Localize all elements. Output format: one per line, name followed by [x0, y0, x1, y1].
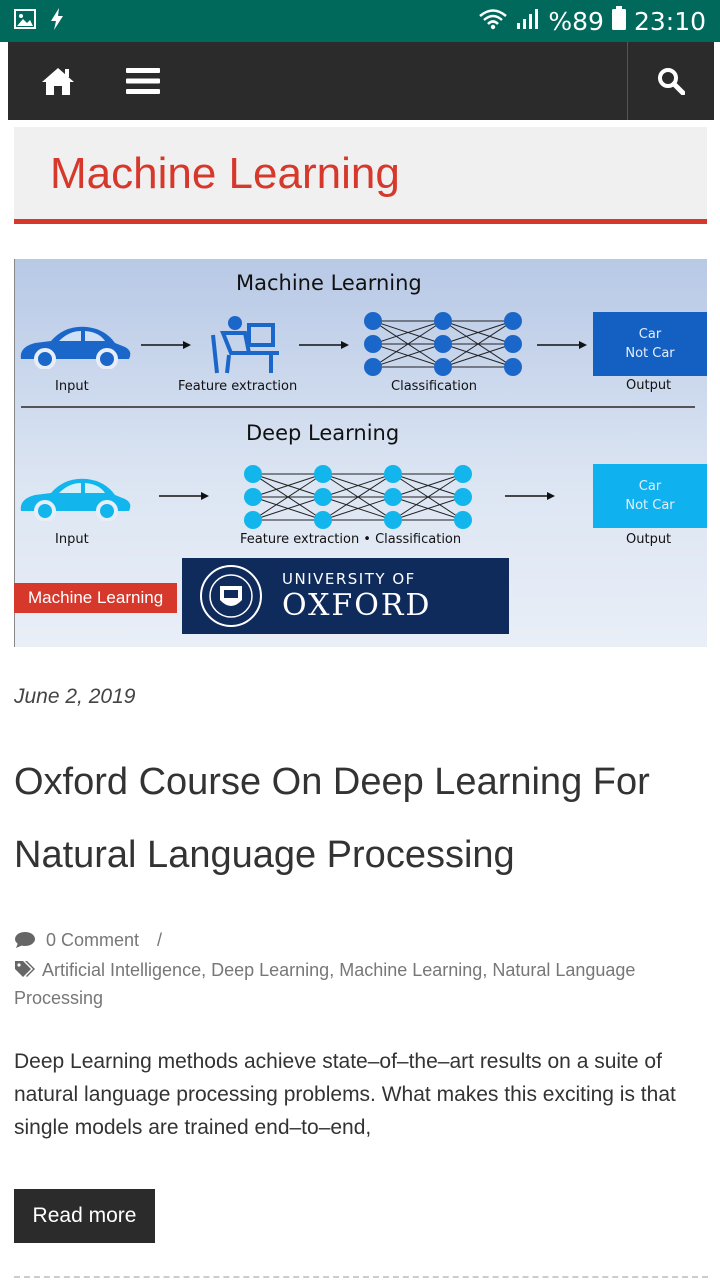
search-button[interactable]: [627, 42, 714, 120]
tag-natural-language-processing[interactable]: Natural Language Processing: [14, 960, 636, 1008]
post-excerpt: Deep Learning methods achieve state–of–t…: [14, 1050, 676, 1139]
hero-divider: [21, 406, 695, 408]
battery-icon: [611, 5, 626, 37]
charging-icon: [50, 7, 64, 35]
deep-neural-network-icon: [244, 465, 472, 529]
arrow-icon: [537, 341, 587, 349]
oxford-logo: UNIVERSITY OF OXFORD: [182, 558, 509, 634]
tags-row: Artificial Intelligence, Deep Learning, …: [14, 960, 636, 1008]
oxford-line1: UNIVERSITY OF: [282, 569, 416, 588]
hero-ml-output-box: Car Not Car: [593, 312, 707, 376]
signal-icon: [516, 6, 540, 37]
category-title: Machine Learning: [50, 149, 400, 198]
hamburger-menu-icon: [126, 68, 160, 94]
hero-dl-output-box: Car Not Car: [593, 464, 707, 528]
person-at-desk-icon: [211, 316, 279, 374]
hero-ml-title: Machine Learning: [236, 271, 422, 295]
post-date: June 2, 2019: [14, 685, 136, 708]
car-icon: [20, 478, 131, 521]
arrow-icon: [159, 492, 209, 500]
tags-icon: [15, 961, 35, 977]
hero-ml-classification: Classification: [391, 379, 478, 394]
hero-dl-car: Car: [638, 479, 662, 494]
category-header: Machine Learning: [14, 127, 707, 224]
hero-ml-car: Car: [638, 327, 662, 342]
image-icon: [14, 8, 36, 34]
content-area: Machine Learning Machine Learning Input …: [8, 120, 714, 1280]
arrow-icon: [299, 341, 349, 349]
arrow-icon: [505, 492, 555, 500]
menu-button[interactable]: [108, 42, 178, 120]
post-meta: 0 Comment / Artificial Intelligence, Dee…: [14, 926, 694, 1012]
oxford-line2: OXFORD: [282, 587, 432, 623]
tag-deep-learning[interactable]: Deep Learning: [211, 960, 330, 980]
search-icon: [658, 68, 685, 95]
comment-count-link[interactable]: 0 Comment: [46, 930, 140, 950]
wifi-icon: [478, 6, 508, 37]
post-divider: [14, 1276, 708, 1278]
tag-machine-learning[interactable]: Machine Learning: [339, 960, 483, 980]
meta-separator: /: [157, 930, 163, 950]
top-navbar: [8, 42, 714, 120]
home-icon: [42, 68, 74, 95]
comment-icon: [15, 932, 35, 948]
car-icon: [20, 326, 131, 369]
category-badge[interactable]: Machine Learning: [14, 583, 178, 613]
battery-percent: %89: [548, 6, 604, 36]
hero-dl-not-car: Not Car: [625, 498, 675, 513]
hero-dl-title: Deep Learning: [246, 421, 400, 445]
clock: 23:10: [633, 6, 706, 36]
hero-dl-feature-classification: Feature extraction • Classification: [240, 532, 462, 547]
hero-ml-input: Input: [55, 379, 89, 394]
status-bar: %89 23:10: [0, 0, 720, 42]
oxford-crest-icon: [200, 565, 262, 627]
hero-ml-not-car: Not Car: [625, 346, 675, 361]
hero-dl-output: Output: [626, 532, 672, 547]
hero-dl-input: Input: [55, 532, 89, 547]
post-title[interactable]: Oxford Course On Deep Learning For Natur…: [14, 761, 650, 876]
arrow-icon: [141, 341, 191, 349]
tag-artificial-intelligence[interactable]: Artificial Intelligence: [42, 960, 202, 980]
read-more-button[interactable]: Read more: [14, 1189, 155, 1243]
hero-ml-output: Output: [626, 378, 672, 393]
neural-network-icon: [364, 312, 522, 376]
hero-ml-feature: Feature extraction: [178, 379, 298, 394]
home-button[interactable]: [8, 42, 108, 120]
